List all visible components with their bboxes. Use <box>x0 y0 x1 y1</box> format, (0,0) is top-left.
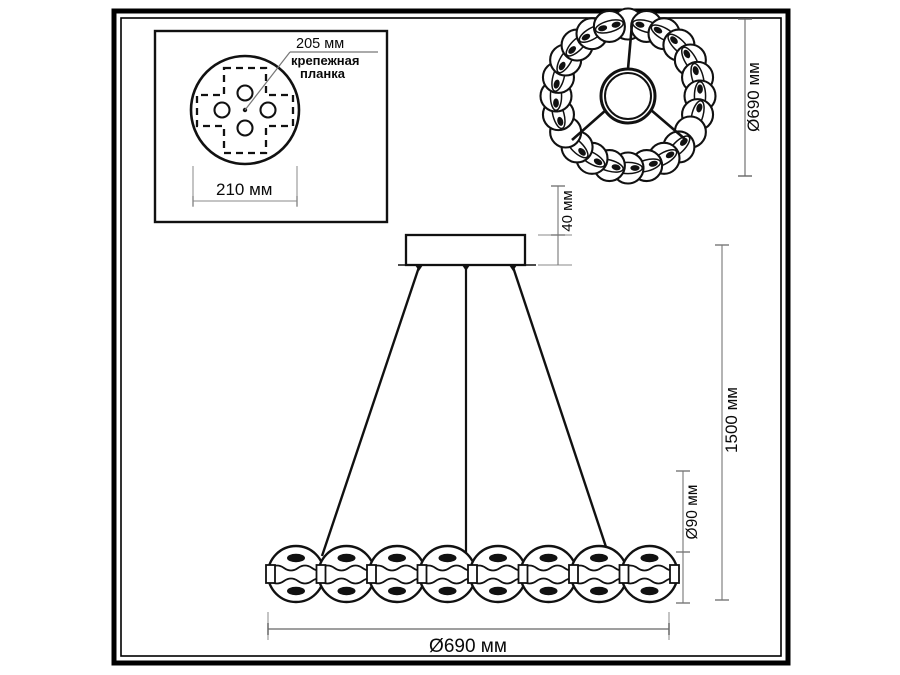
bead-dot <box>578 147 586 156</box>
bead-dot <box>568 46 577 54</box>
label-205mm: 205 мм <box>296 36 344 52</box>
side-elevation-group <box>265 185 729 640</box>
bead-dot-top <box>388 553 406 563</box>
spoke-lower-right <box>650 109 687 141</box>
mount-hole-bottom <box>236 119 254 137</box>
bead-dot-top <box>287 553 305 563</box>
bead-dot-bottom <box>337 586 356 596</box>
bead-dot <box>696 103 703 113</box>
bead-dot <box>697 84 703 94</box>
cable-anchor-center <box>462 265 470 271</box>
cable-left <box>320 266 421 557</box>
bead-dot-top <box>438 553 457 563</box>
cross-bracket-dashed <box>195 66 295 155</box>
bead-dot-bottom <box>539 586 558 596</box>
label-690mm-top: Ø690 мм <box>744 62 763 132</box>
bead-dot <box>598 25 608 32</box>
spoke-top <box>626 23 634 70</box>
bead-dot <box>635 21 645 28</box>
spoke-lower-left <box>571 109 607 141</box>
label-210mm: 210 мм <box>216 180 272 199</box>
label-bracket-line2: планка <box>300 66 346 81</box>
bead-dot <box>611 164 621 171</box>
bead-connector <box>517 564 529 584</box>
bead-band <box>594 19 624 34</box>
bead-dot <box>648 160 658 167</box>
bead-connector <box>265 564 276 584</box>
bead-dot <box>692 66 699 76</box>
hub-inner-ring <box>604 72 652 120</box>
bead-dot <box>558 61 566 71</box>
ceiling-canopy <box>404 233 527 267</box>
bead-connector <box>315 564 327 584</box>
bead-dot-top <box>337 553 356 563</box>
bead-dot-bottom <box>489 586 507 596</box>
bead-dot <box>593 158 603 166</box>
bead-connector <box>366 564 377 584</box>
label-40mm: 40 мм <box>559 190 576 231</box>
mount-hole-right <box>259 101 277 119</box>
top-bead <box>592 9 626 44</box>
bead-connector <box>467 564 478 584</box>
bead-dot <box>581 33 591 41</box>
bead-dot-bottom <box>590 586 608 596</box>
bead-dot-bottom <box>388 586 406 596</box>
bead-dot <box>553 79 560 89</box>
cable-anchor-left <box>415 265 423 271</box>
mounting-plate-detail-panel <box>153 29 389 224</box>
bead-dot-top <box>640 553 659 563</box>
mount-hole-top <box>236 84 254 102</box>
label-bracket-line1: крепежная <box>291 53 359 68</box>
bead-dot <box>653 26 663 34</box>
bead-dot <box>683 49 691 59</box>
side-view-bead-row <box>265 544 681 604</box>
top-bead-facets <box>594 19 624 34</box>
callout-leader-line <box>244 51 291 111</box>
bead-dot-top <box>590 553 608 563</box>
bead-dot-top <box>539 553 558 563</box>
bead-dot <box>670 36 678 45</box>
bead-dot-bottom <box>287 586 305 596</box>
label-1500mm: 1500 мм <box>722 387 741 453</box>
bead-connector <box>416 564 428 584</box>
bead-dot <box>630 165 640 171</box>
label-90mm: Ø90 мм <box>684 485 701 540</box>
bead-dot-top <box>489 553 507 563</box>
mount-hole-left <box>213 101 231 119</box>
page-border <box>111 8 791 666</box>
top-view-bead-ring <box>539 7 717 185</box>
bead-dot-bottom <box>438 586 457 596</box>
bead-dot <box>553 98 559 108</box>
bead-dot <box>665 151 675 159</box>
top-view-ring-group <box>539 7 752 185</box>
label-690mm-bottom: Ø690 мм <box>429 636 507 657</box>
bead-dot <box>611 21 621 28</box>
cable-anchor-right <box>509 265 517 271</box>
bead-dot-bottom <box>640 586 659 596</box>
bead-connector <box>618 564 630 584</box>
bead-dot <box>557 116 564 126</box>
bead-connector <box>568 564 579 584</box>
cable-right <box>511 266 611 557</box>
bead-connector <box>669 564 680 584</box>
